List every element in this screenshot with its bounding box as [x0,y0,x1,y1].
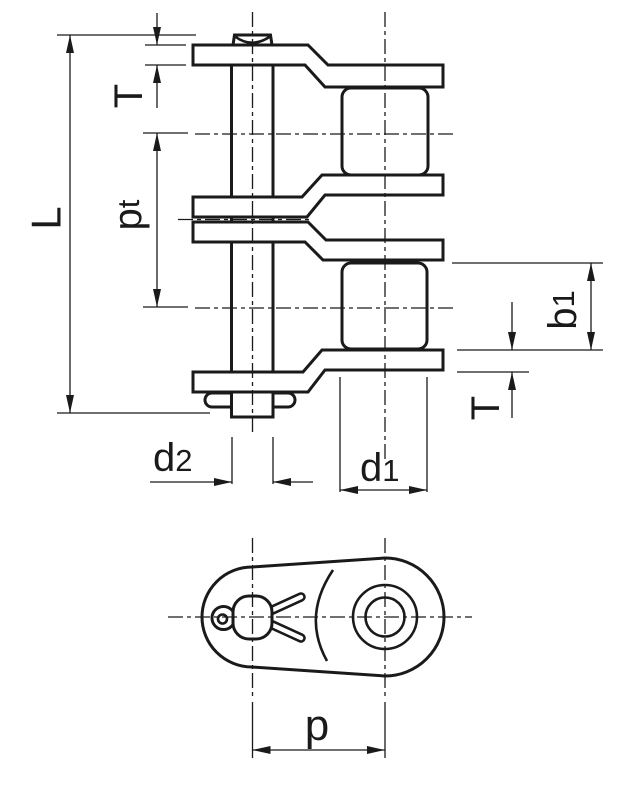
dimension-L: L [23,34,210,414]
label-T-right: T [464,396,508,420]
label-L: L [23,206,70,229]
plate-outer-bottom [191,348,445,394]
side-view [191,33,445,419]
dimension-p: p [251,701,386,758]
label-pt: pt [106,199,150,230]
label-T-top: T [107,84,151,108]
dimensions: L T pt b1 [23,13,603,758]
cotter-eye-inner [216,613,229,625]
plate-inner-lower [191,220,445,262]
label-p: p [305,701,329,750]
dimension-d2: d2 [150,436,313,486]
label-d2: d2 [153,436,193,480]
label-b1: b1 [541,290,585,330]
plate-inner-upper [191,173,445,219]
plate-bend-arc [314,569,335,662]
label-d1: d1 [360,446,400,490]
dimension-pt: pt [106,132,188,308]
dimension-d1: d1 [339,377,428,494]
dimension-T-top: T [107,13,186,108]
centerlines [168,12,472,700]
dimension-T-right: T [457,302,529,420]
plate-outer-top [191,43,445,89]
dimension-b1: b1 [452,262,603,351]
